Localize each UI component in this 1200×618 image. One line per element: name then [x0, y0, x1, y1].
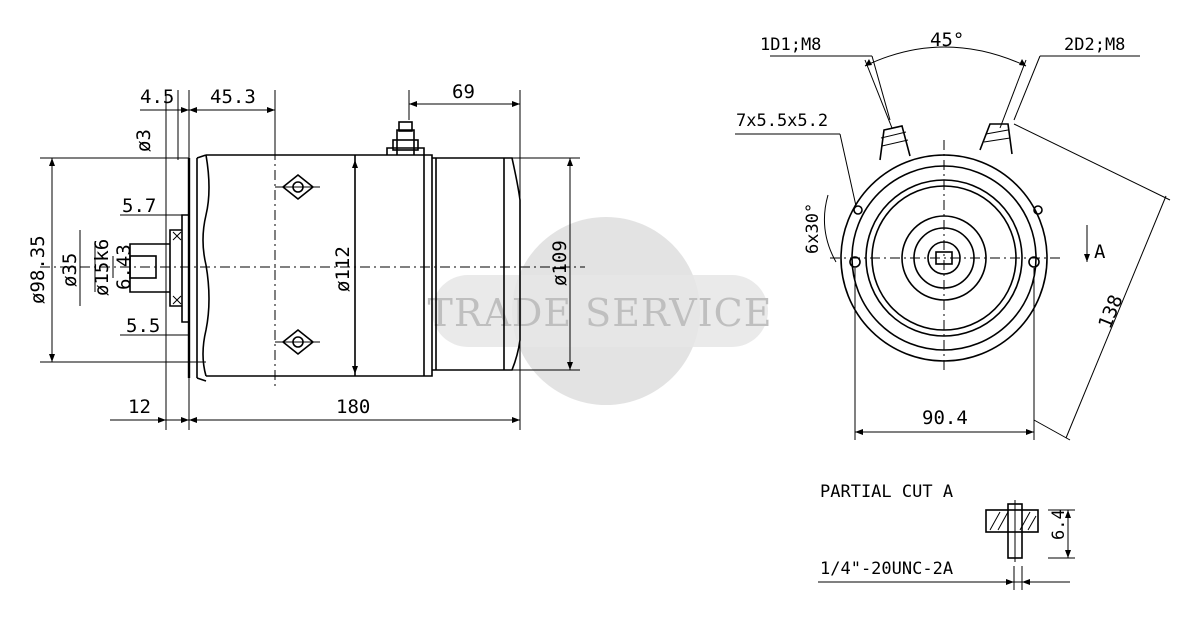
- angle-45-label: 45°: [930, 29, 964, 51]
- mount-lug-top: [275, 173, 320, 201]
- terminal-2d2-label: 2D2;M8: [1064, 35, 1125, 55]
- dim-dia-35: ø35: [59, 253, 81, 287]
- dim-138: 138: [1094, 292, 1127, 332]
- dim-6-4: 6.4: [1049, 509, 1069, 540]
- dim-dia-3: ø3: [133, 129, 155, 152]
- dim-4-5: 4.5: [140, 86, 174, 108]
- end-view: 1D1;M8 2D2;M8 45° 7x5.5x5.2 6x30° A 138 …: [735, 29, 1171, 441]
- dim-dia-98-35: ø98.35: [27, 235, 49, 304]
- partial-cut-a: PARTIAL CUT A 1/4"-20UNC-2A 6.4: [818, 482, 1075, 590]
- dim-69: 69: [452, 81, 475, 103]
- dim-5-5: 5.5: [126, 315, 160, 337]
- dim-45-3: 45.3: [210, 86, 256, 108]
- dim-90-4: 90.4: [922, 407, 968, 429]
- dim-180: 180: [336, 396, 370, 418]
- terminal-1d1-label: 1D1;M8: [760, 35, 821, 55]
- mount-lug-bottom: [275, 328, 320, 356]
- side-view: 4.5 45.3 69 ø3 ø98.35 5.7 ø35 ø15k6 6.43…: [27, 81, 585, 430]
- dim-12: 12: [128, 396, 151, 418]
- dim-dia-15k6: ø15k6: [91, 239, 113, 296]
- section-a-marker: A: [1094, 241, 1106, 263]
- terminal-1d1: [879, 125, 911, 161]
- watermark: TRADE SERVICE: [428, 217, 773, 405]
- dim-dia-112: ø112: [332, 246, 354, 292]
- watermark-text: TRADE SERVICE: [428, 291, 773, 335]
- dim-dia-109: ø109: [549, 240, 571, 286]
- dim-5-7: 5.7: [122, 195, 156, 217]
- holes-label: 6x30°: [803, 203, 823, 254]
- key-size-label: 7x5.5x5.2: [736, 111, 828, 131]
- terminal-2d2: [979, 123, 1013, 155]
- thread-spec-label: 1/4"-20UNC-2A: [820, 559, 953, 579]
- partial-cut-title: PARTIAL CUT A: [820, 482, 953, 502]
- dim-6-43: 6.43: [113, 244, 135, 290]
